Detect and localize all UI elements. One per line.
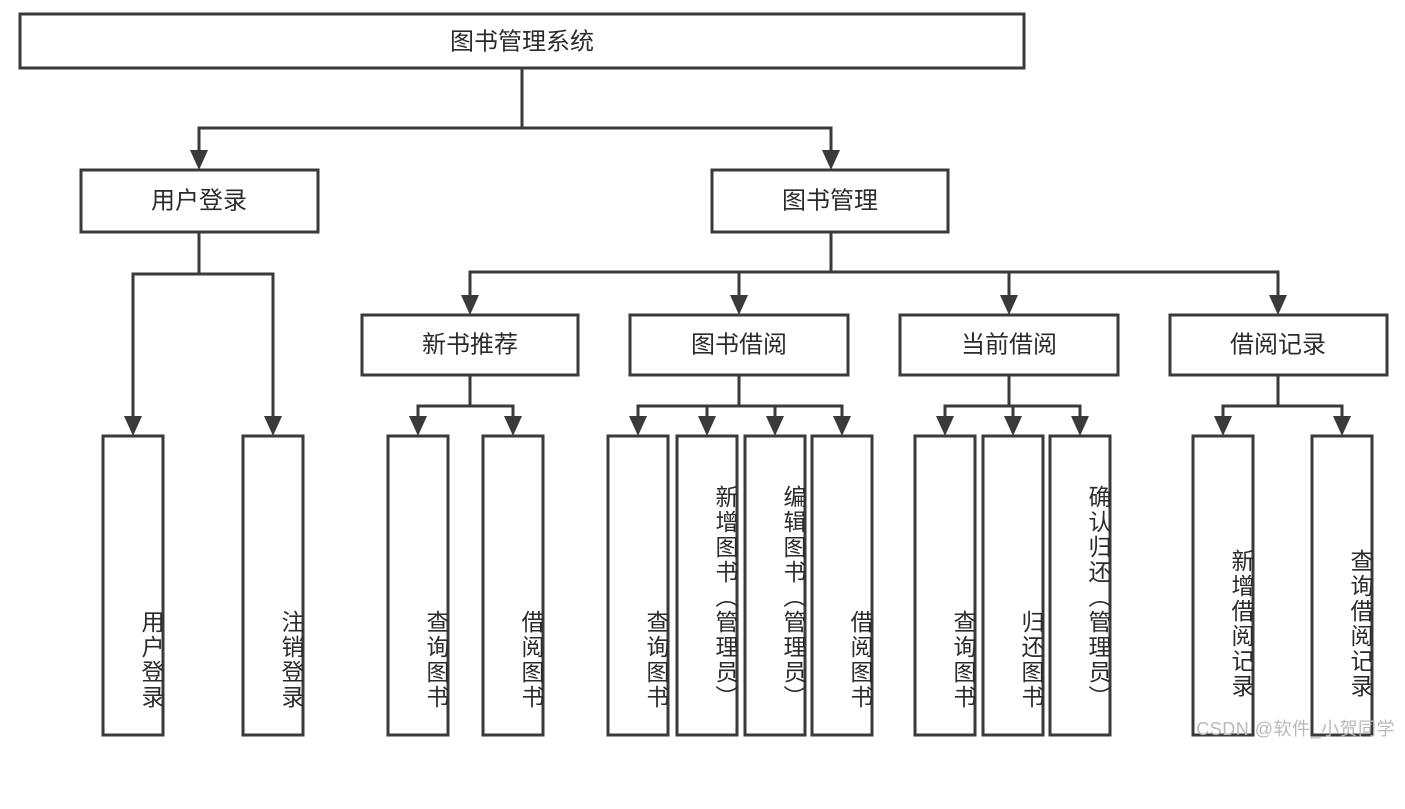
- leaf-book-borrow-3[interactable]: [810, 434, 874, 737]
- node-borrow-record[interactable]: 借阅记录: [1168, 313, 1389, 377]
- leaf-borrow-record-0[interactable]: [1191, 434, 1255, 737]
- node-user-login-label: 用户登录: [151, 187, 247, 214]
- leaf-user-login-1[interactable]: [241, 434, 305, 737]
- node-current-borrow[interactable]: 当前借阅: [898, 313, 1120, 377]
- leaf-current-borrow-1[interactable]: [981, 434, 1045, 737]
- connector-borrowrecord-to-leaves: [1214, 373, 1351, 436]
- node-user-login[interactable]: 用户登录: [79, 168, 320, 234]
- leaf-borrow-record-1[interactable]: [1310, 434, 1374, 737]
- connector-newbook-to-leaves: [409, 373, 522, 436]
- leaf-rects-current-borrow: [913, 434, 1112, 737]
- node-current-borrow-label: 当前借阅: [961, 331, 1057, 358]
- node-book-borrow[interactable]: 图书借阅: [628, 313, 850, 377]
- leaf-new-book-1[interactable]: [481, 434, 545, 737]
- leaf-book-borrow-0[interactable]: [606, 434, 670, 737]
- node-root-label: 图书管理系统: [450, 28, 594, 55]
- leaf-book-borrow-1[interactable]: [675, 434, 739, 737]
- flowchart-svg: 图书管理系统 用户登录 图书管理 新书推荐 图书借阅 当前借阅 借阅记录: [18, 12, 1389, 737]
- node-book-management-label: 图书管理: [782, 187, 878, 214]
- leaf-user-login-0[interactable]: [101, 434, 165, 737]
- leaf-new-book-0[interactable]: [386, 434, 450, 737]
- leaf-current-borrow-0[interactable]: [913, 434, 977, 737]
- node-borrow-record-label: 借阅记录: [1230, 331, 1326, 358]
- connector-currentborrow-to-leaves: [936, 373, 1089, 436]
- connector-userlogin-to-leaves: [124, 230, 282, 436]
- connector-root-to-level2: [190, 66, 840, 170]
- node-book-borrow-label: 图书借阅: [691, 331, 787, 358]
- node-book-management[interactable]: 图书管理: [710, 168, 950, 234]
- csdn-watermark: CSDN @软件_小贺同学: [1196, 719, 1395, 739]
- node-new-book-recommend[interactable]: 新书推荐: [360, 313, 580, 377]
- leaf-rects-book-borrow: [606, 434, 874, 737]
- leaf-current-borrow-2[interactable]: [1048, 434, 1112, 737]
- connector-bookborrow-to-leaves: [629, 373, 851, 436]
- node-root[interactable]: 图书管理系统: [18, 12, 1026, 70]
- flowchart-canvas: 图书管理系统 用户登录 图书管理 新书推荐 图书借阅 当前借阅 借阅记录: [18, 12, 1395, 739]
- node-new-book-recommend-label: 新书推荐: [422, 331, 518, 358]
- leaf-book-borrow-2[interactable]: [743, 434, 807, 737]
- leaf-rects-user-login: [101, 434, 305, 737]
- leaf-rects-borrow-record: [1191, 434, 1374, 737]
- leaf-rects-new-book-recommend: [386, 434, 545, 737]
- connector-bookmgmt-to-level3: [461, 230, 1287, 315]
